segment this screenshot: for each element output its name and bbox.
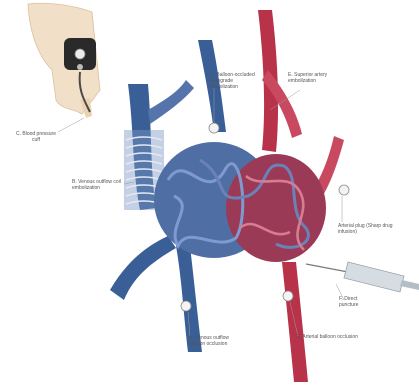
vein-lower-left xyxy=(110,236,176,300)
cuff-valve-icon xyxy=(77,64,83,70)
balloon-marker-e xyxy=(339,185,349,195)
label-venous-balloon: A. Venous outflow balloon occlusion xyxy=(189,335,237,347)
artery-lower xyxy=(282,262,308,382)
balloon-marker-g xyxy=(283,291,293,301)
label-venous-coil: B. Venous outflow coil embolization xyxy=(72,179,134,191)
label-blood-pressure-cuff: C. Blood pressure cuff xyxy=(14,131,58,143)
label-arterial-balloon: G. Arterial balloon occlusion xyxy=(296,334,360,340)
syringe-barrel xyxy=(344,262,404,292)
balloon-marker-d xyxy=(209,123,219,133)
balloon-marker-a xyxy=(181,301,191,311)
label-superior-artery: E. Superior artery embolization xyxy=(288,72,338,84)
label-direct-puncture: F. Direct puncture xyxy=(339,296,375,308)
label-balloon-retrograde: D. Balloon-occluded retrograde embolizat… xyxy=(210,72,256,90)
avm-nidus xyxy=(154,142,326,262)
cuff-gauge-icon xyxy=(75,49,85,59)
syringe-needle xyxy=(306,264,348,272)
syringe-icon xyxy=(306,262,419,292)
nidus-arterial-part xyxy=(226,154,326,262)
label-arterial-plug: Arterial plug (Sharp drug infusion) xyxy=(338,223,400,235)
vein-left-branch xyxy=(148,80,194,124)
arm-with-cuff xyxy=(28,3,100,118)
syringe-plunger xyxy=(400,280,419,290)
